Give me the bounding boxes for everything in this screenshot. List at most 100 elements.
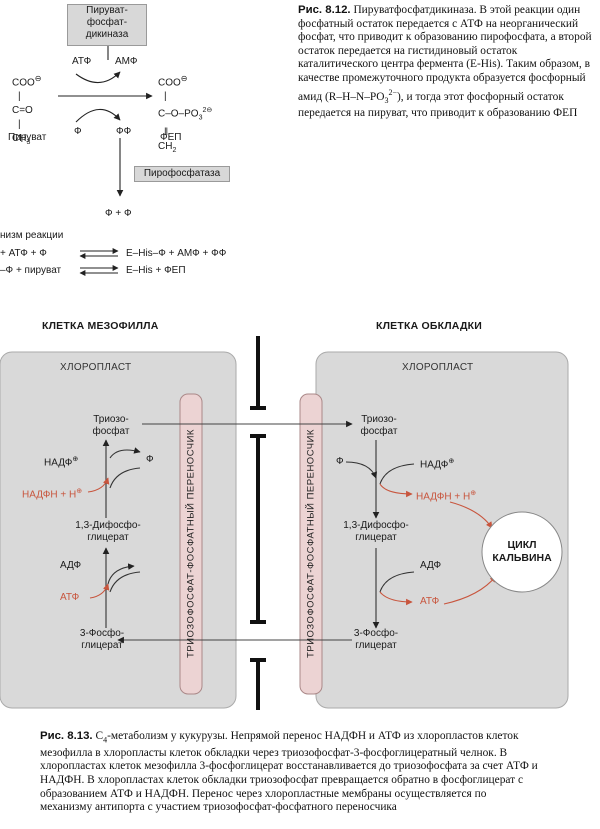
mesophyll-chloroplast-label: ХЛОРОПЛАСТ xyxy=(60,362,132,373)
label-fep: ФЕП xyxy=(160,132,182,143)
reaction-arrows xyxy=(58,44,153,197)
meso-triose-l2: фосфат xyxy=(92,426,130,437)
meso-nadph-charge: ⊕ xyxy=(76,488,83,495)
meso-nadph-text: НАДФН + Н xyxy=(22,489,77,501)
mechanism-title: низм реакции xyxy=(0,230,64,241)
caption-8-13-body: -метаболизм у кукурузы. Непрямой перенос… xyxy=(40,730,538,814)
meso-dpg-l1: 1,3-Дифосфо- xyxy=(75,520,141,531)
meso-pg-l1: 3-Фосфо- xyxy=(79,628,125,639)
sheath-nadph-charge: ⊕ xyxy=(470,490,477,497)
equilibrium-arrows xyxy=(79,248,119,276)
mesophyll-phosphoglycerate: 3-Фосфо- глицерат xyxy=(72,628,132,652)
label-f-bottom: Ф xyxy=(74,126,82,137)
calvin-cycle-label: ЦИКЛ КАЛЬВИНА xyxy=(482,539,562,565)
enzyme-box-dikinase: Пируват- фосфат- дикиназа xyxy=(67,4,147,46)
sheath-triose-l1: Триозо- xyxy=(361,414,397,425)
mesophyll-adp-arrow xyxy=(107,563,135,585)
mesophyll-cell-title: КЛЕТКА МЕЗОФИЛЛА xyxy=(42,320,159,332)
eq2-left: –Ф + пируват xyxy=(0,265,62,276)
caption-8-12-title: Рис. 8.12. xyxy=(298,4,351,16)
transfer-arrows xyxy=(117,420,353,644)
caption-fig-8-12: Рис. 8.12. Пируватфосфатдикиназа. В этой… xyxy=(298,4,596,121)
sheath-adp: АДФ xyxy=(420,560,442,571)
sheath-nadph-arrow xyxy=(379,483,413,498)
mesophyll-nadph: НАДФН + Н⊕ xyxy=(22,486,82,501)
eq1-right: E–His–Ф + АМФ + ФФ xyxy=(126,248,227,259)
pyr-c-eq-o: C=O xyxy=(12,105,33,117)
mesophyll-triose-phosphate: Триозо- фосфат xyxy=(86,414,136,438)
sheath-pg-l1: 3-Фосфо- xyxy=(353,628,399,639)
pyruvate-structure: COO⊖ | C=O | CH3 xyxy=(12,74,42,147)
mesophyll-transporter-label: ТРИОЗОФОСФАТ-ФОСФАТНЫЙ ПЕРЕНОСЧИК xyxy=(185,429,197,658)
label-atf-top: АТФ xyxy=(72,56,92,67)
sheath-nadph: НАДФН + Н⊕ xyxy=(416,488,476,503)
sheath-atp-arrow xyxy=(379,591,413,606)
mesophyll-chloroplast-panel xyxy=(0,351,237,709)
fep-ch2: CH xyxy=(158,140,173,152)
enzyme-line-1: Пируват- xyxy=(86,5,128,16)
caption-8-13-c-sub: 4 xyxy=(103,735,108,745)
sheath-dpg-l1: 1,3-Дифосфо- xyxy=(343,520,409,531)
eq2-right: E–His + ФЕП xyxy=(126,265,186,276)
pyr-ch3: CH xyxy=(12,133,27,145)
sheath-pg-l2: глицерат xyxy=(355,640,397,651)
pyr-coo-charge: ⊖ xyxy=(34,74,42,83)
sheath-triose-phosphate: Триозо- фосфат xyxy=(354,414,404,438)
label-products: Ф + Ф xyxy=(105,208,132,219)
sheath-cell-title: КЛЕТКА ОБКЛАДКИ xyxy=(376,320,483,332)
mesophyll-adp: АДФ xyxy=(60,560,82,571)
fep-po3-sup: 2⊖ xyxy=(202,107,213,115)
sheath-chloroplast-label: ХЛОРОПЛАСТ xyxy=(402,362,474,373)
sheath-nadph-text: НАДФН + Н xyxy=(416,491,471,503)
caption-8-12-body: Пируватфосфатдикиназа. В этой реакции од… xyxy=(298,4,592,103)
caption-8-12-tail: ), и тогда этот фосфорный остаток переда… xyxy=(298,90,578,120)
pyrophosphatase-label: Пирофосфатаза xyxy=(143,168,221,179)
sheath-triose-l2: фосфат xyxy=(360,426,398,437)
mesophyll-nadp: НАДФ⊕ xyxy=(44,454,78,469)
pyr-ch3-sub: 3 xyxy=(26,139,31,147)
sheath-nadp-charge: ⊕ xyxy=(448,458,455,465)
meso-dpg-l2: глицерат xyxy=(87,532,129,543)
fep-c-o-po3: C–O–PO xyxy=(158,108,199,120)
sheath-dpg-l2: глицерат xyxy=(355,532,397,543)
calvin-nadph-arrow xyxy=(449,501,493,529)
fep-coo-charge: ⊖ xyxy=(180,74,188,83)
meso-nadp-text: НАДФ xyxy=(44,457,73,469)
enzyme-line-2: фосфат- xyxy=(86,17,128,28)
sheath-transporter-label: ТРИОЗОФОСФАТ-ФОСФАТНЫЙ ПЕРЕНОСЧИК xyxy=(305,429,317,658)
caption-8-12-sub: 3 xyxy=(384,95,389,105)
sheath-pathway xyxy=(345,440,415,629)
caption-8-13-c: C xyxy=(92,730,104,742)
meso-nadp-charge: ⊕ xyxy=(72,456,79,463)
sheath-phosphate: Ф xyxy=(336,456,344,467)
sheath-atp: АТФ xyxy=(420,596,440,607)
mesophyll-nadph-arrow xyxy=(87,477,110,493)
fep-coo: COO xyxy=(158,77,181,89)
label-amf-top: АМФ xyxy=(115,56,138,67)
meso-triose-l1: Триозо- xyxy=(93,414,129,425)
fep-ch2-sub: 2 xyxy=(172,146,177,154)
caption-8-12-sup: 2− xyxy=(388,87,398,97)
label-ff-bottom: ФФ xyxy=(116,126,132,137)
caption-fig-8-13: Рис. 8.13. C4-метаболизм у кукурузы. Неп… xyxy=(40,730,540,815)
caption-8-13-title: Рис. 8.13. xyxy=(40,730,93,742)
mesophyll-phosphate: Ф xyxy=(146,454,154,465)
fep-po3-sub: 3 xyxy=(198,114,203,122)
mesophyll-bisphosphoglycerate: 1,3-Дифосфо- глицерат xyxy=(64,520,152,544)
sheath-transporter-bar xyxy=(299,393,323,695)
eq1-left: + АТФ + Ф xyxy=(0,248,47,259)
label-pyruvate: Пируват xyxy=(8,132,47,143)
pyr-coo: COO xyxy=(12,77,35,89)
mesophyll-atp-arrow xyxy=(89,583,110,599)
sheath-phosphoglycerate: 3-Фосфо- глицерат xyxy=(346,628,406,652)
fep-structure: COO⊖ | C–O–PO32⊖ ‖ CH2 xyxy=(158,74,213,154)
calvin-l1: ЦИКЛ xyxy=(507,539,537,551)
sheath-nadp-text: НАДФ xyxy=(420,459,449,471)
plasma-membrane xyxy=(250,336,266,710)
enzyme-line-3: дикиназа xyxy=(85,29,129,40)
meso-pg-l2: глицерат xyxy=(81,640,123,651)
mesophyll-transporter-bar xyxy=(179,393,203,695)
sheath-bisphosphoglycerate: 1,3-Дифосфо- глицерат xyxy=(332,520,420,544)
enzyme-box-pyrophosphatase: Пирофосфатаза xyxy=(134,166,230,182)
